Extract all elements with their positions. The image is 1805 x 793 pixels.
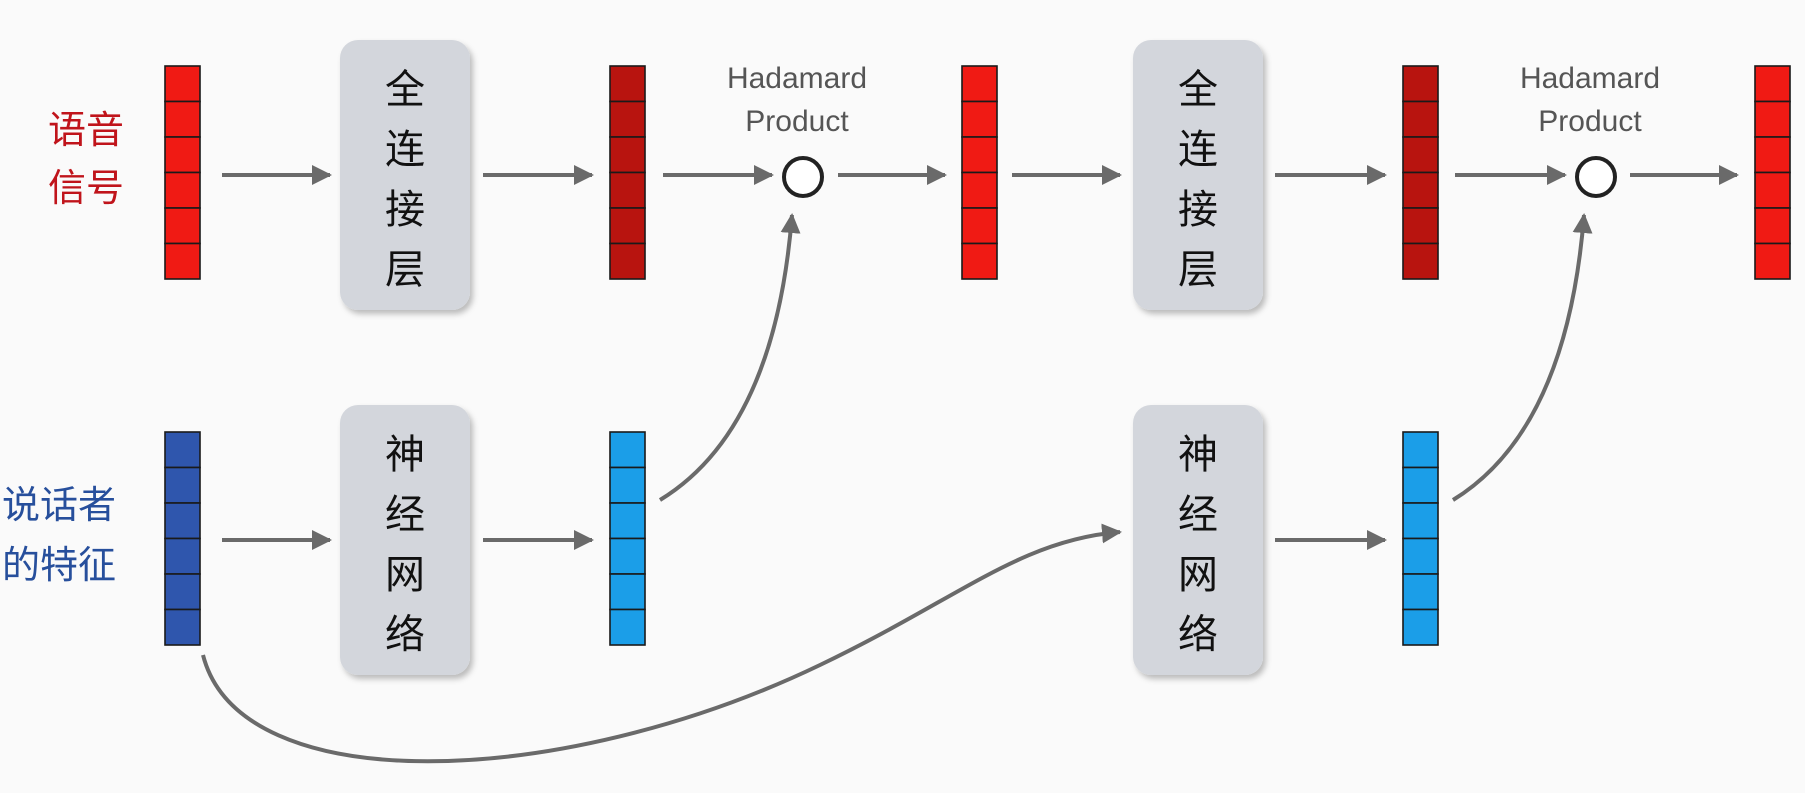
vector-cell (164, 136, 201, 174)
speaker-input-vector (164, 431, 201, 646)
speech-label-line1: 语音 (48, 108, 124, 152)
vector-cell (1402, 502, 1439, 540)
vector-cell (609, 207, 646, 245)
vector-cell (164, 537, 201, 575)
vector-cell (609, 431, 646, 469)
fc2-char-2: 连 (1178, 127, 1218, 173)
speech-signal-label: 语音 信号 (48, 108, 124, 210)
arrows-group (201, 165, 1739, 764)
hadamard-2-line1: Hadamard (1520, 62, 1660, 95)
vector-cell (164, 100, 201, 138)
fc2-char-3: 接 (1178, 187, 1218, 233)
hadamard-label-1: Hadamard Product (727, 62, 867, 138)
vector-cell (1754, 242, 1791, 280)
nn1-char-3: 网 (385, 552, 425, 598)
hadamard-1-line1: Hadamard (727, 62, 867, 95)
fc1-char-3: 接 (385, 187, 425, 233)
vector-cell (1754, 207, 1791, 245)
hadamard-2-line2: Product (1538, 105, 1642, 138)
vector-cell (609, 502, 646, 540)
vector-cell (164, 502, 201, 540)
vector-cell (1402, 537, 1439, 575)
vector-cell (961, 207, 998, 245)
hadamard-1-line2: Product (745, 105, 849, 138)
vector-cell (1402, 431, 1439, 469)
fully-connected-box-1: 全 连 接 层 (340, 40, 470, 310)
nn2-char-4: 络 (1178, 612, 1218, 658)
vector-cell (609, 100, 646, 138)
vector-cell (961, 242, 998, 280)
vector-cell (164, 431, 201, 469)
vector-cell (609, 573, 646, 611)
vector-cell (1754, 100, 1791, 138)
vector-cell (1402, 65, 1439, 103)
nn2-char-2: 经 (1178, 492, 1218, 538)
vector-cell (1402, 242, 1439, 280)
nn2-char-1: 神 (1178, 432, 1218, 478)
circle-operator-icon (1575, 156, 1617, 198)
fully-connected-box-2: 全 连 接 层 (1133, 40, 1263, 310)
arrow-icon (658, 213, 801, 502)
fc2-char-4: 层 (1178, 247, 1218, 293)
fc1-char-2: 连 (385, 127, 425, 173)
vector-cell (1402, 608, 1439, 646)
vector-cell (609, 537, 646, 575)
fc1-char-1: 全 (385, 67, 425, 113)
vector-cell (164, 65, 201, 103)
neural-network-box-1: 神 经 网 络 (340, 405, 470, 675)
vector-cell (1402, 136, 1439, 174)
speaker-label-line2: 的特征 (2, 543, 116, 587)
vector-cell (961, 136, 998, 174)
vector-cell (1402, 207, 1439, 245)
nn2-char-3: 网 (1178, 552, 1218, 598)
vector-cell (1402, 171, 1439, 209)
vector-cell (961, 171, 998, 209)
vector-cell (609, 466, 646, 504)
vector-cell (609, 608, 646, 646)
fc2-output-vector (1402, 65, 1439, 280)
nn2-output-vector (1402, 431, 1439, 646)
vector-cell (164, 608, 201, 646)
vector-cell (164, 466, 201, 504)
fc2-char-1: 全 (1178, 67, 1218, 113)
vector-cell (164, 207, 201, 245)
vector-cell (1402, 573, 1439, 611)
fc1-char-4: 层 (385, 247, 425, 293)
vector-cell (1754, 65, 1791, 103)
speaker-label-line1: 说话者 (2, 483, 116, 527)
vector-cell (961, 65, 998, 103)
vector-cell (609, 171, 646, 209)
vector-cell (609, 242, 646, 280)
circle-operator-icon (782, 156, 824, 198)
vector-cell (1402, 466, 1439, 504)
vector-cell (609, 65, 646, 103)
nn1-char-1: 神 (385, 432, 425, 478)
fc1-output-vector (609, 65, 646, 280)
vector-cell (164, 242, 201, 280)
vector-cell (961, 100, 998, 138)
speaker-features-label: 说话者 的特征 (2, 483, 116, 587)
vector-cell (1754, 171, 1791, 209)
arrow-icon (201, 523, 1122, 764)
vector-cell (1754, 136, 1791, 174)
nn1-char-2: 经 (385, 492, 425, 538)
speech-label-line2: 信号 (48, 166, 124, 210)
vector-cell (609, 136, 646, 174)
nn1-output-vector (609, 431, 646, 646)
speech-input-vector (164, 65, 201, 280)
vector-cell (1402, 100, 1439, 138)
neural-network-box-2: 神 经 网 络 (1133, 405, 1263, 675)
nn1-char-4: 络 (385, 612, 425, 658)
arrow-icon (1451, 213, 1593, 502)
final-output-vector (1754, 65, 1791, 280)
vector-cell (164, 171, 201, 209)
vectors-group (164, 65, 1791, 646)
hadamard-label-2: Hadamard Product (1520, 62, 1660, 138)
vector-cell (164, 573, 201, 611)
hadamard1-output-vector (961, 65, 998, 280)
